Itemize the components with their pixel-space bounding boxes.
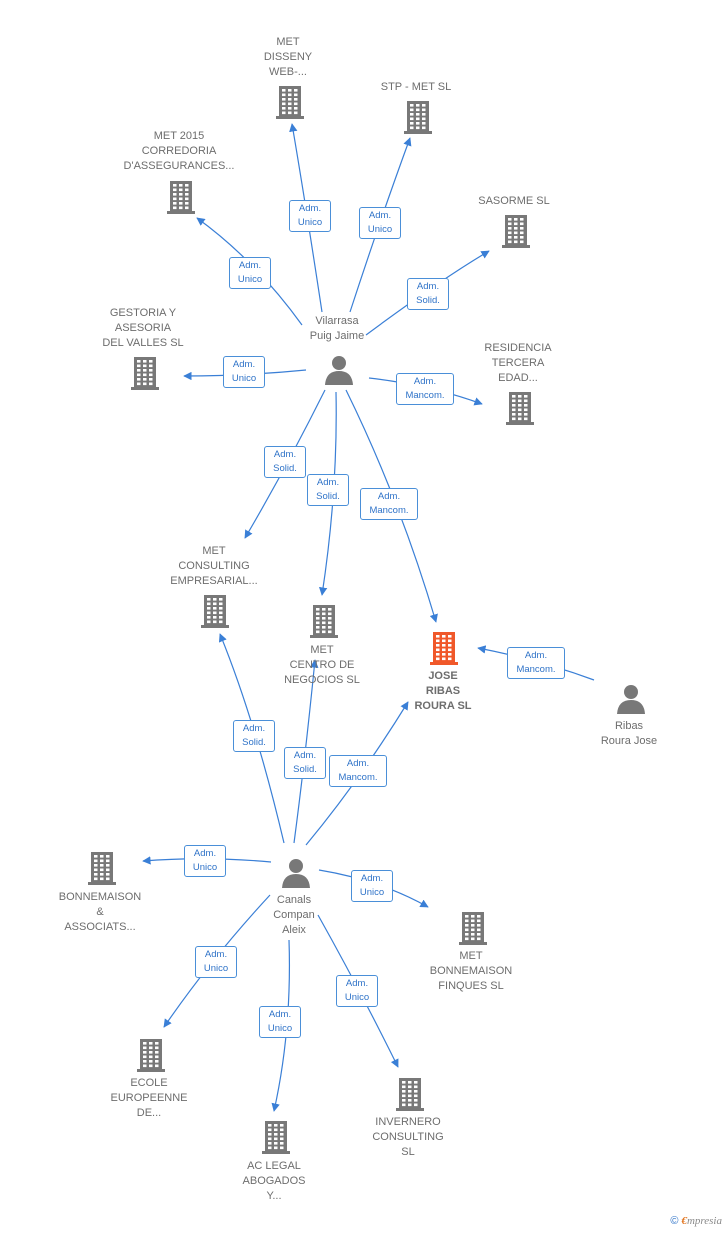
node-label: GESTORIA Y ASESORIA DEL VALLES SL <box>102 307 184 349</box>
building-icon[interactable] <box>276 85 304 124</box>
building-icon[interactable] <box>430 631 458 670</box>
person-icon[interactable] <box>616 684 646 719</box>
building-icon[interactable] <box>459 911 487 950</box>
building-icon[interactable] <box>262 1120 290 1159</box>
building-icon[interactable] <box>88 851 116 890</box>
role-badge[interactable]: Adm. Mancom. <box>360 488 418 520</box>
role-badge[interactable]: Adm. Unico <box>184 845 226 877</box>
node-label: MET DISSENY WEB-... <box>263 36 313 78</box>
role-badge[interactable]: Adm. Solid. <box>407 278 449 310</box>
node-label: JOSE RIBAS ROURA SL <box>414 670 472 712</box>
building-icon[interactable] <box>396 1077 424 1116</box>
building-icon[interactable] <box>310 604 338 643</box>
building-icon[interactable] <box>506 391 534 430</box>
brand-initial: € <box>681 1215 687 1227</box>
node-label: ECOLE EUROPEENNE DE... <box>110 1077 188 1119</box>
node-label: SASORME SL <box>478 195 550 207</box>
node-label: STP - MET SL <box>380 81 452 93</box>
copyright-icon: © <box>670 1215 679 1227</box>
node-label: MET CENTRO DE NEGOCIOS SL <box>284 644 360 686</box>
role-badge[interactable]: Adm. Unico <box>359 207 401 239</box>
building-icon[interactable] <box>502 214 530 253</box>
brand-logo: ©€mpresia <box>670 1215 722 1227</box>
role-badge[interactable]: Adm. Unico <box>223 356 265 388</box>
role-badge[interactable]: Adm. Solid. <box>264 446 306 478</box>
node-label: INVERNERO CONSULTING SL <box>372 1116 444 1158</box>
role-badge[interactable]: Adm. Unico <box>195 946 237 978</box>
role-badge[interactable]: Adm. Unico <box>229 257 271 289</box>
building-icon[interactable] <box>137 1038 165 1077</box>
role-badge[interactable]: Adm. Unico <box>259 1006 301 1038</box>
role-badge[interactable]: Adm. Mancom. <box>396 373 454 405</box>
node-label: MET 2015 CORREDORIA D'ASSEGURANCES... <box>123 130 235 172</box>
role-badge[interactable]: Adm. Unico <box>336 975 378 1007</box>
node-label: Canals Compan Aleix <box>273 894 315 936</box>
building-icon[interactable] <box>404 100 432 139</box>
building-icon[interactable] <box>131 356 159 395</box>
node-label: MET CONSULTING EMPRESARIAL... <box>170 545 258 587</box>
node-label: Ribas Roura Jose <box>600 720 658 747</box>
role-badge[interactable]: Adm. Unico <box>289 200 331 232</box>
brand-name: mpresia <box>686 1215 722 1227</box>
node-label: RESIDENCIA TERCERA EDAD... <box>484 342 552 384</box>
node-label: Vilarrasa Puig Jaime <box>309 315 365 342</box>
role-badge[interactable]: Adm. Mancom. <box>329 755 387 787</box>
person-icon[interactable] <box>324 355 354 390</box>
building-icon[interactable] <box>167 180 195 219</box>
role-badge[interactable]: Adm. Mancom. <box>507 647 565 679</box>
role-badge[interactable]: Adm. Solid. <box>284 747 326 779</box>
node-label: AC LEGAL ABOGADOS Y... <box>242 1160 306 1202</box>
node-label: BONNEMAISON & ASSOCIATS... <box>58 891 142 933</box>
role-badge[interactable]: Adm. Solid. <box>233 720 275 752</box>
role-badge[interactable]: Adm. Unico <box>351 870 393 902</box>
role-badge[interactable]: Adm. Solid. <box>307 474 349 506</box>
building-icon[interactable] <box>201 594 229 633</box>
node-label: MET BONNEMAISON FINQUES SL <box>429 950 513 992</box>
person-icon[interactable] <box>281 858 311 893</box>
